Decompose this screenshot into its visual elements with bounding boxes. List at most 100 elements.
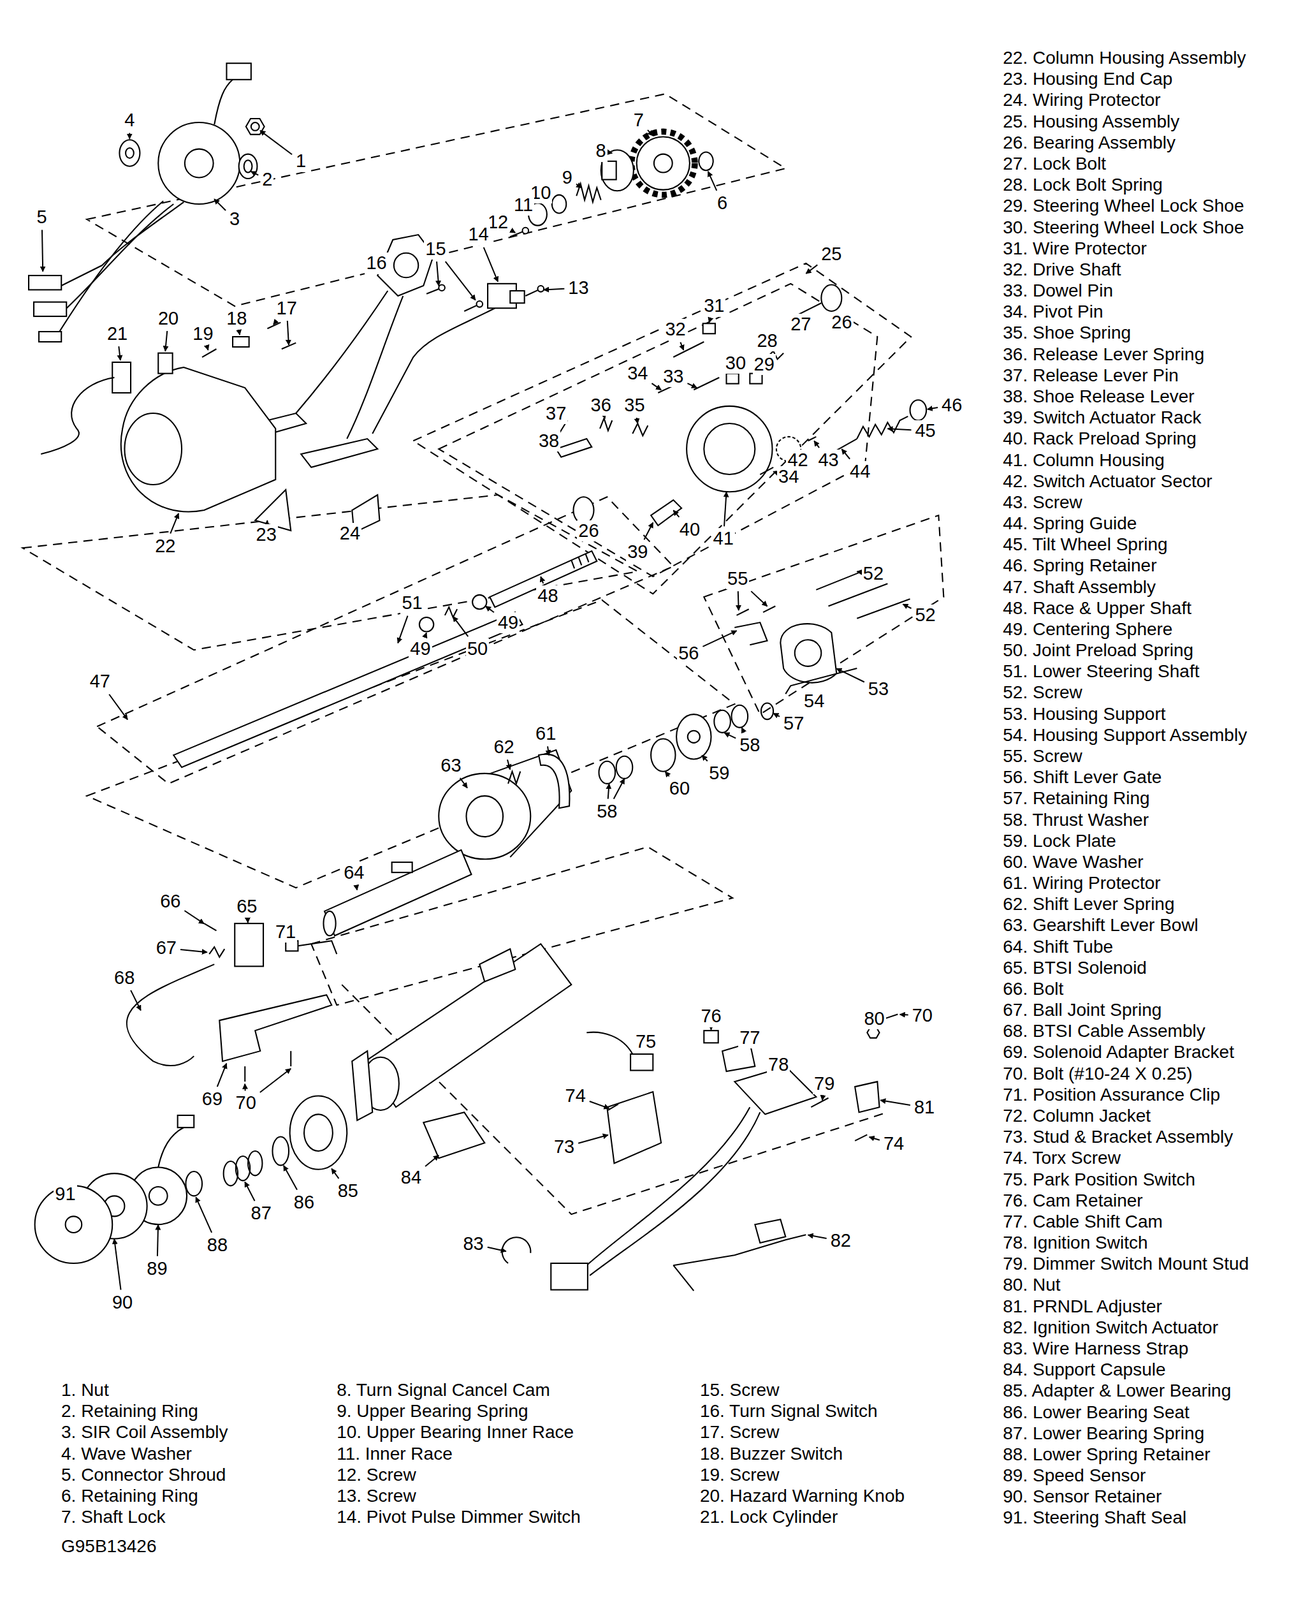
- leader-line: [460, 777, 468, 788]
- part-name: 10. Upper Bearing Inner Race: [336, 1421, 574, 1442]
- part-name: 43. Screw: [1002, 492, 1083, 513]
- part-outline: [223, 1160, 238, 1186]
- part-name: 9. Upper Bearing Spring: [336, 1400, 528, 1421]
- callout-number: 13: [566, 277, 590, 299]
- callout-number: 76: [699, 1005, 723, 1027]
- part-outline: [489, 550, 597, 607]
- part-outline: [763, 605, 776, 612]
- leader-line: [425, 1155, 439, 1166]
- part-name: 1. Nut: [61, 1379, 110, 1400]
- part-name: 68. BTSI Cable Assembly: [1002, 1020, 1205, 1041]
- part-outline: [538, 754, 570, 809]
- part-outline: [419, 617, 434, 632]
- leader-line: [445, 261, 476, 300]
- callout-number: 24: [338, 522, 362, 544]
- part-outline: [438, 773, 531, 859]
- part-name: 72. Column Jacket: [1002, 1105, 1151, 1126]
- leader-line: [487, 1246, 507, 1251]
- leader-line: [217, 1063, 227, 1087]
- leader-line: [702, 630, 737, 647]
- part-outline: [676, 713, 711, 759]
- callout-number: 23: [254, 524, 278, 546]
- part-outline: [465, 795, 503, 837]
- part-outline: [550, 1262, 588, 1290]
- callout-number: 56: [676, 642, 700, 664]
- leader-line: [170, 513, 179, 534]
- part-name: 73. Stud & Bracket Assembly: [1002, 1126, 1233, 1147]
- callout-number: 29: [752, 353, 776, 375]
- part-name: 61. Wiring Protector: [1002, 872, 1161, 894]
- callout-number: 33: [661, 365, 685, 387]
- part-outline: [703, 323, 716, 334]
- leader-line: [157, 1224, 159, 1256]
- callout-number: 70: [234, 1091, 258, 1114]
- leader-line: [836, 668, 864, 682]
- part-outline: [438, 283, 878, 577]
- lower-parts: [35, 923, 899, 1291]
- part-outline: [479, 948, 516, 982]
- part-name: 44. Spring Guide: [1002, 513, 1137, 534]
- part-outline: [502, 1236, 532, 1263]
- part-outline: [828, 583, 888, 606]
- callout-number: 58: [738, 734, 762, 756]
- part-outline: [734, 622, 767, 645]
- part-outline: [687, 730, 700, 743]
- leader-line: [814, 440, 820, 448]
- callout-number: 83: [461, 1232, 485, 1254]
- part-outline: [290, 1095, 348, 1170]
- leader-line: [750, 590, 767, 607]
- part-outline: [121, 367, 276, 512]
- part-name: 16. Turn Signal Switch: [699, 1400, 878, 1421]
- part-outline: [731, 705, 749, 728]
- leader-line: [239, 330, 240, 335]
- part-outline: [184, 149, 214, 178]
- part-outline: [606, 1091, 662, 1163]
- part-outline: [444, 606, 458, 618]
- callout-number: 39: [625, 541, 649, 563]
- part-outline: [61, 202, 184, 286]
- part-outline: [96, 496, 674, 784]
- leader-line: [610, 151, 613, 154]
- callout-number: 25: [819, 243, 843, 265]
- part-outline: [703, 515, 944, 714]
- callout-number: 53: [866, 678, 890, 700]
- part-outline: [304, 1113, 333, 1151]
- callout-number: 37: [544, 402, 568, 424]
- part-name: 76. Cam Retainer: [1002, 1190, 1143, 1211]
- leader-line: [109, 694, 128, 720]
- group-outline: [22, 93, 944, 1214]
- callout-number: 66: [158, 890, 182, 912]
- leader-line: [841, 448, 850, 459]
- part-name: 21. Lock Cylinder: [699, 1506, 838, 1527]
- callout-number: 85: [336, 1179, 360, 1201]
- callout-number: 49: [408, 638, 432, 660]
- callout-number: 49: [496, 611, 520, 634]
- part-name: 17. Screw: [699, 1421, 780, 1442]
- callout-number: 11: [512, 194, 535, 216]
- part-name: 70. Bolt (#10-24 X 0.25): [1002, 1063, 1193, 1084]
- part-outline: [251, 122, 260, 131]
- callout-number: 58: [595, 800, 619, 822]
- part-name: 23. Housing End Cap: [1002, 68, 1173, 90]
- part-name: 51. Lower Steering Shaft: [1002, 661, 1200, 682]
- callout-number: 52: [913, 604, 937, 626]
- leader-line: [214, 198, 226, 211]
- part-name: 57. Retaining Ring: [1002, 787, 1150, 809]
- leader-line: [708, 171, 718, 191]
- part-name: 89. Speed Sensor: [1002, 1464, 1146, 1486]
- part-outline: [586, 1106, 750, 1265]
- part-name: 54. Housing Support Assembly: [1002, 724, 1247, 746]
- part-outline: [726, 373, 739, 384]
- part-name: 60. Wave Washer: [1002, 851, 1143, 873]
- callout-number: 89: [145, 1257, 169, 1279]
- part-outline: [244, 1065, 246, 1082]
- callout-number: 17: [275, 297, 299, 319]
- part-outline: [202, 348, 217, 357]
- part-outline: [112, 362, 131, 393]
- part-outline: [810, 1097, 829, 1107]
- callout-number: 8: [594, 140, 608, 162]
- part-name: 35. Shoe Spring: [1002, 322, 1131, 343]
- part-name: 80. Nut: [1002, 1274, 1061, 1295]
- part-outline: [65, 1215, 83, 1233]
